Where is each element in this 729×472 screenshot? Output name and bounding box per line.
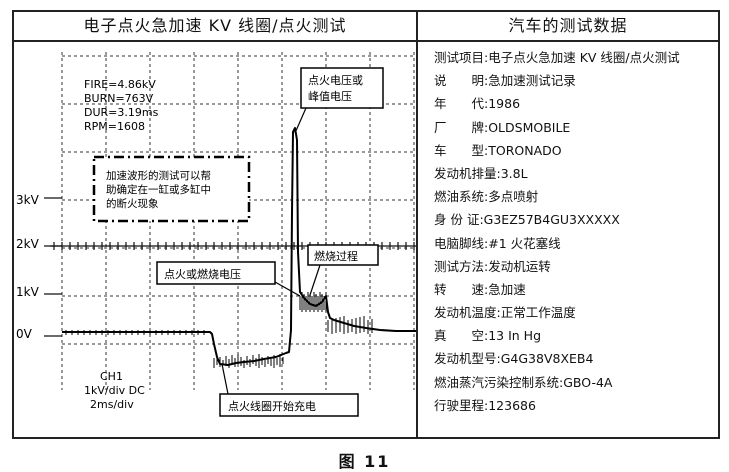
- callout-burn-box: [307, 244, 379, 266]
- y-tick-3kv: 3kV: [16, 193, 40, 207]
- data-row-value: 123686: [488, 397, 536, 413]
- y-tick-0v: 0V: [16, 327, 33, 341]
- data-row-label: 电脑脚线:: [434, 235, 489, 251]
- data-row-value: GBO-4A: [563, 374, 613, 390]
- data-row-value: OLDSMOBILE: [488, 119, 571, 135]
- vehicle-data-list: 测试项目:电子点火急加速 KV 线圈/点火测试说 明:急加速测试记录年 代:19…: [434, 46, 724, 417]
- data-row: 燃油系统:多点喷射: [434, 185, 724, 208]
- data-row-value: 正常工作温度: [500, 305, 576, 321]
- callout-burn-pointer: [309, 264, 321, 296]
- callout-charge-box: [219, 393, 359, 417]
- note-box: [92, 155, 251, 223]
- figure-frame: 电子点火急加速 KV 线圈/点火测试 汽车的测试数据 3kV 2kV 1kV 0…: [12, 10, 720, 439]
- callout-peak-pointer: [294, 107, 307, 134]
- data-row-label: 车 型:: [434, 142, 489, 158]
- data-row-label: 年 代:: [434, 96, 489, 112]
- callout-spark-box: [156, 261, 276, 285]
- panel-divider: [416, 12, 418, 437]
- reading-rpm: RPM=1608: [84, 120, 145, 133]
- data-row-label: 燃油蒸汽污染控制系统:: [434, 374, 564, 390]
- data-row-value: TORONADO: [488, 142, 562, 158]
- callout-burn-label: 燃烧过程: [314, 249, 358, 263]
- note-line-1: 加速波形的测试可以帮: [106, 169, 211, 182]
- data-row-value: 13 In Hg: [488, 328, 542, 344]
- data-row-label: 测试方法:: [434, 258, 489, 274]
- data-row-label: 身 份 证:: [434, 212, 484, 228]
- callout-peak-line-2: 峰值电压: [308, 90, 352, 103]
- data-row: 年 代:1986: [434, 92, 724, 115]
- data-row-label: 发动机型号:: [434, 351, 501, 367]
- data-row: 说 明:急加速测试记录: [434, 69, 724, 92]
- channel-scale: 1kV/div DC: [84, 384, 145, 397]
- data-row-value: G4G38V8XEB4: [500, 351, 594, 367]
- channel-timebase: 2ms/div: [90, 398, 134, 411]
- data-row: 身 份 证:G3EZ57B4GU3XXXXX: [434, 208, 724, 231]
- data-row-label: 发动机温度:: [434, 305, 501, 321]
- note-line-2: 助确定在一缸或多缸中: [106, 183, 211, 196]
- data-row-value: 急加速: [488, 281, 526, 297]
- data-row: 测试方法:发动机运转: [434, 255, 724, 278]
- data-row: 发动机温度:正常工作温度: [434, 301, 724, 324]
- data-row: 转 速:急加速: [434, 278, 724, 301]
- y-tick-1kv: 1kV: [16, 285, 40, 299]
- reading-dur: DUR=3.19ms: [84, 106, 159, 119]
- callout-peak-line-1: 点火电压或: [308, 74, 363, 87]
- data-row-value: 3.8L: [500, 165, 528, 181]
- data-row-value: 多点喷射: [488, 189, 539, 205]
- ignition-waveform: [62, 127, 416, 366]
- callout-charge-label: 点火线圈开始充电: [228, 399, 316, 413]
- data-row-value: #1 火花塞线: [488, 235, 561, 251]
- data-row-label: 说 明:: [434, 73, 489, 89]
- reading-burn: BURN=763V: [84, 92, 154, 105]
- data-row: 燃油蒸汽污染控制系统:GBO-4A: [434, 371, 724, 394]
- channel-name: CH1: [100, 370, 123, 383]
- data-row-value: 1986: [488, 96, 521, 112]
- data-row: 测试项目:电子点火急加速 KV 线圈/点火测试: [434, 46, 724, 69]
- data-row-label: 转 速:: [434, 281, 489, 297]
- callout-peak-box: [300, 67, 384, 109]
- data-row-value: 发动机运转: [488, 258, 551, 274]
- data-row-label: 行驶里程:: [434, 397, 489, 413]
- data-row-label: 燃油系统:: [434, 189, 489, 205]
- data-row-label: 真 空:: [434, 328, 489, 344]
- data-row-label: 厂 牌:: [434, 119, 489, 135]
- waveform-noise: [65, 292, 373, 368]
- data-row: 电脑脚线:#1 火花塞线: [434, 232, 724, 255]
- y-tick-2kv: 2kV: [16, 237, 40, 251]
- data-panel-title: 汽车的测试数据: [418, 12, 718, 42]
- callout-spark-label: 点火或燃烧电压: [164, 267, 241, 281]
- oscilloscope-display: 3kV 2kV 1kV 0V FIRE=4.86kV BURN=763V DUR…: [16, 52, 416, 417]
- note-line-3: 的断火现象: [106, 197, 159, 210]
- readings-block: FIRE=4.86kV BURN=763V DUR=3.19ms RPM=160…: [84, 78, 159, 133]
- data-row-value: 电子点火急加速 KV 线圈/点火测试: [488, 50, 680, 65]
- data-row-label: 发动机排量:: [434, 165, 501, 181]
- data-row-label: 测试项目:: [434, 50, 489, 65]
- data-row: 厂 牌:OLDSMOBILE: [434, 116, 724, 139]
- data-row: 发动机排量:3.8L: [434, 162, 724, 185]
- data-row: 发动机型号:G4G38V8XEB4: [434, 347, 724, 370]
- callout-spark-pointer: [274, 281, 301, 297]
- data-row-value: G3EZ57B4GU3XXXXX: [483, 212, 620, 228]
- data-row: 车 型:TORONADO: [434, 139, 724, 162]
- reading-fire: FIRE=4.86kV: [84, 78, 156, 91]
- callout-charge-pointer: [221, 363, 229, 395]
- data-row: 真 空:13 In Hg: [434, 324, 724, 347]
- data-row: 行驶里程:123686: [434, 394, 724, 417]
- figure-caption: 图 11: [338, 452, 391, 471]
- data-row-value: 急加速测试记录: [488, 73, 576, 89]
